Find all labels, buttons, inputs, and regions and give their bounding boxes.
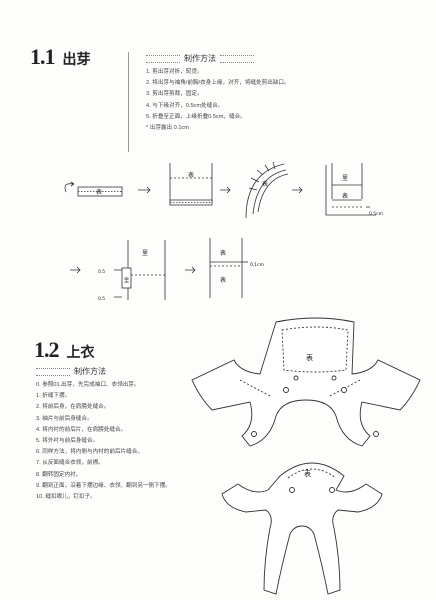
decorative-dots-left — [146, 54, 180, 63]
section-1-method-title: 制作方法 — [184, 54, 216, 63]
measure-0-5cm: 0.5cm — [369, 211, 383, 217]
step-item: 6. 同样方法，将内侧与内衬的前后片缝合。 — [36, 449, 143, 456]
section-2-steps: 0. 参照01.出芽，先完成袖口、衣领出芽。 1. 折缝下摆。 2. 将前后身，… — [36, 380, 171, 503]
step-item: 5. 折叠至正面，上缘折叠0.5cm，缝合。 — [146, 113, 246, 120]
step-item: 3. 袖片与前后身缝合。 — [36, 415, 93, 422]
section-1-name: 出芽 — [62, 51, 91, 67]
step-item: 5. 将外衬与前后身缝合。 — [36, 438, 99, 445]
section-2-title: 1.2 上衣 — [34, 337, 95, 363]
label-front: 表 — [96, 188, 102, 196]
arrow-right-icon — [292, 186, 303, 194]
section-1-title: 1.1 出芽 — [30, 44, 91, 70]
curved-piping-diagram — [245, 161, 289, 219]
final-panel-diagram — [209, 238, 248, 298]
piping-diagrams: 表 表 表 里 表 0.5cm 里 里 0.5 0.5 表 表 0.1cm — [64, 161, 383, 302]
step-item: 4. 将内衬的前后片，在肩膀处缝合。 — [36, 426, 127, 433]
step-item: 2. 将出芽与袖角/前胸/衣身上缘，对齐，将缝处剪出缺口。 — [146, 80, 290, 87]
pattern-label-front: 表 — [306, 353, 313, 362]
arrow-right-icon — [185, 266, 196, 274]
step-item: 10. 缝扣眼儿，钉扣子。 — [36, 494, 96, 501]
step-item: 7. 从反面缝合衣领，前襟。 — [36, 460, 104, 467]
corner-fold-diagram — [325, 163, 376, 216]
lining-panel-diagram — [114, 240, 166, 300]
label-back: 里 — [124, 278, 129, 284]
pattern-label-front: 表 — [304, 469, 311, 478]
step-item: 1. 剪出芽对折，熨烫。 — [146, 69, 203, 75]
step-item: 0. 参照01.出芽，先完成袖口、衣领出芽。 — [36, 382, 140, 388]
label-front: 表 — [220, 276, 226, 284]
step-item: 1. 折缝下摆。 — [36, 393, 71, 400]
decorative-dots-right — [220, 54, 254, 63]
label-front: 表 — [262, 180, 268, 188]
section-1-steps: 1. 剪出芽对折，熨烫。 2. 将出芽与袖角/前胸/衣身上缘，对齐，将缝处剪出缺… — [146, 67, 290, 134]
label-front: 表 — [220, 249, 226, 257]
measure-0-5: 0.5 — [98, 296, 105, 302]
jacket-pattern-outline — [191, 317, 421, 447]
section-2-method-heading: 制作方法 — [36, 366, 106, 377]
step-item: * 出芽露出 0.1cm — [146, 125, 189, 132]
section-1-number: 1.1 — [30, 44, 55, 69]
step-item: 4. 与下缘对齐，0.5cm处缝合。 — [146, 102, 224, 109]
measure-0-1cm: 0.1cm — [250, 262, 264, 268]
piping-panel-diagram — [169, 163, 213, 206]
section-1-method-heading: 制作方法 — [146, 53, 254, 64]
step-item: 2. 将前后身，在肩膀处缝合。 — [36, 404, 110, 411]
piping-strip-diagram — [64, 181, 123, 197]
lining-pattern-outline — [221, 462, 383, 595]
step-item: 3. 剪出芽剪裁，固定。 — [146, 91, 203, 98]
decorative-dots-left — [36, 367, 70, 376]
section-2-method-title: 制作方法 — [74, 367, 106, 376]
label-front: 表 — [342, 192, 348, 200]
arrow-right-icon — [138, 186, 151, 194]
section-2-number: 1.2 — [34, 337, 59, 362]
step-item: 9. 翻到正面，沿着下摆边缘、衣领、翻到另一侧下摆。 — [36, 482, 171, 489]
label-back: 里 — [342, 175, 348, 182]
label-front: 表 — [188, 171, 194, 179]
measure-0-5: 0.5 — [98, 269, 105, 275]
arrow-right-icon — [220, 186, 231, 194]
step-item: 8. 翻转固定内衬。 — [36, 471, 82, 478]
label-back: 里 — [142, 250, 148, 257]
section-1-divider — [128, 52, 129, 152]
section-2-name: 上衣 — [66, 344, 95, 360]
arrow-right-icon — [70, 266, 81, 274]
